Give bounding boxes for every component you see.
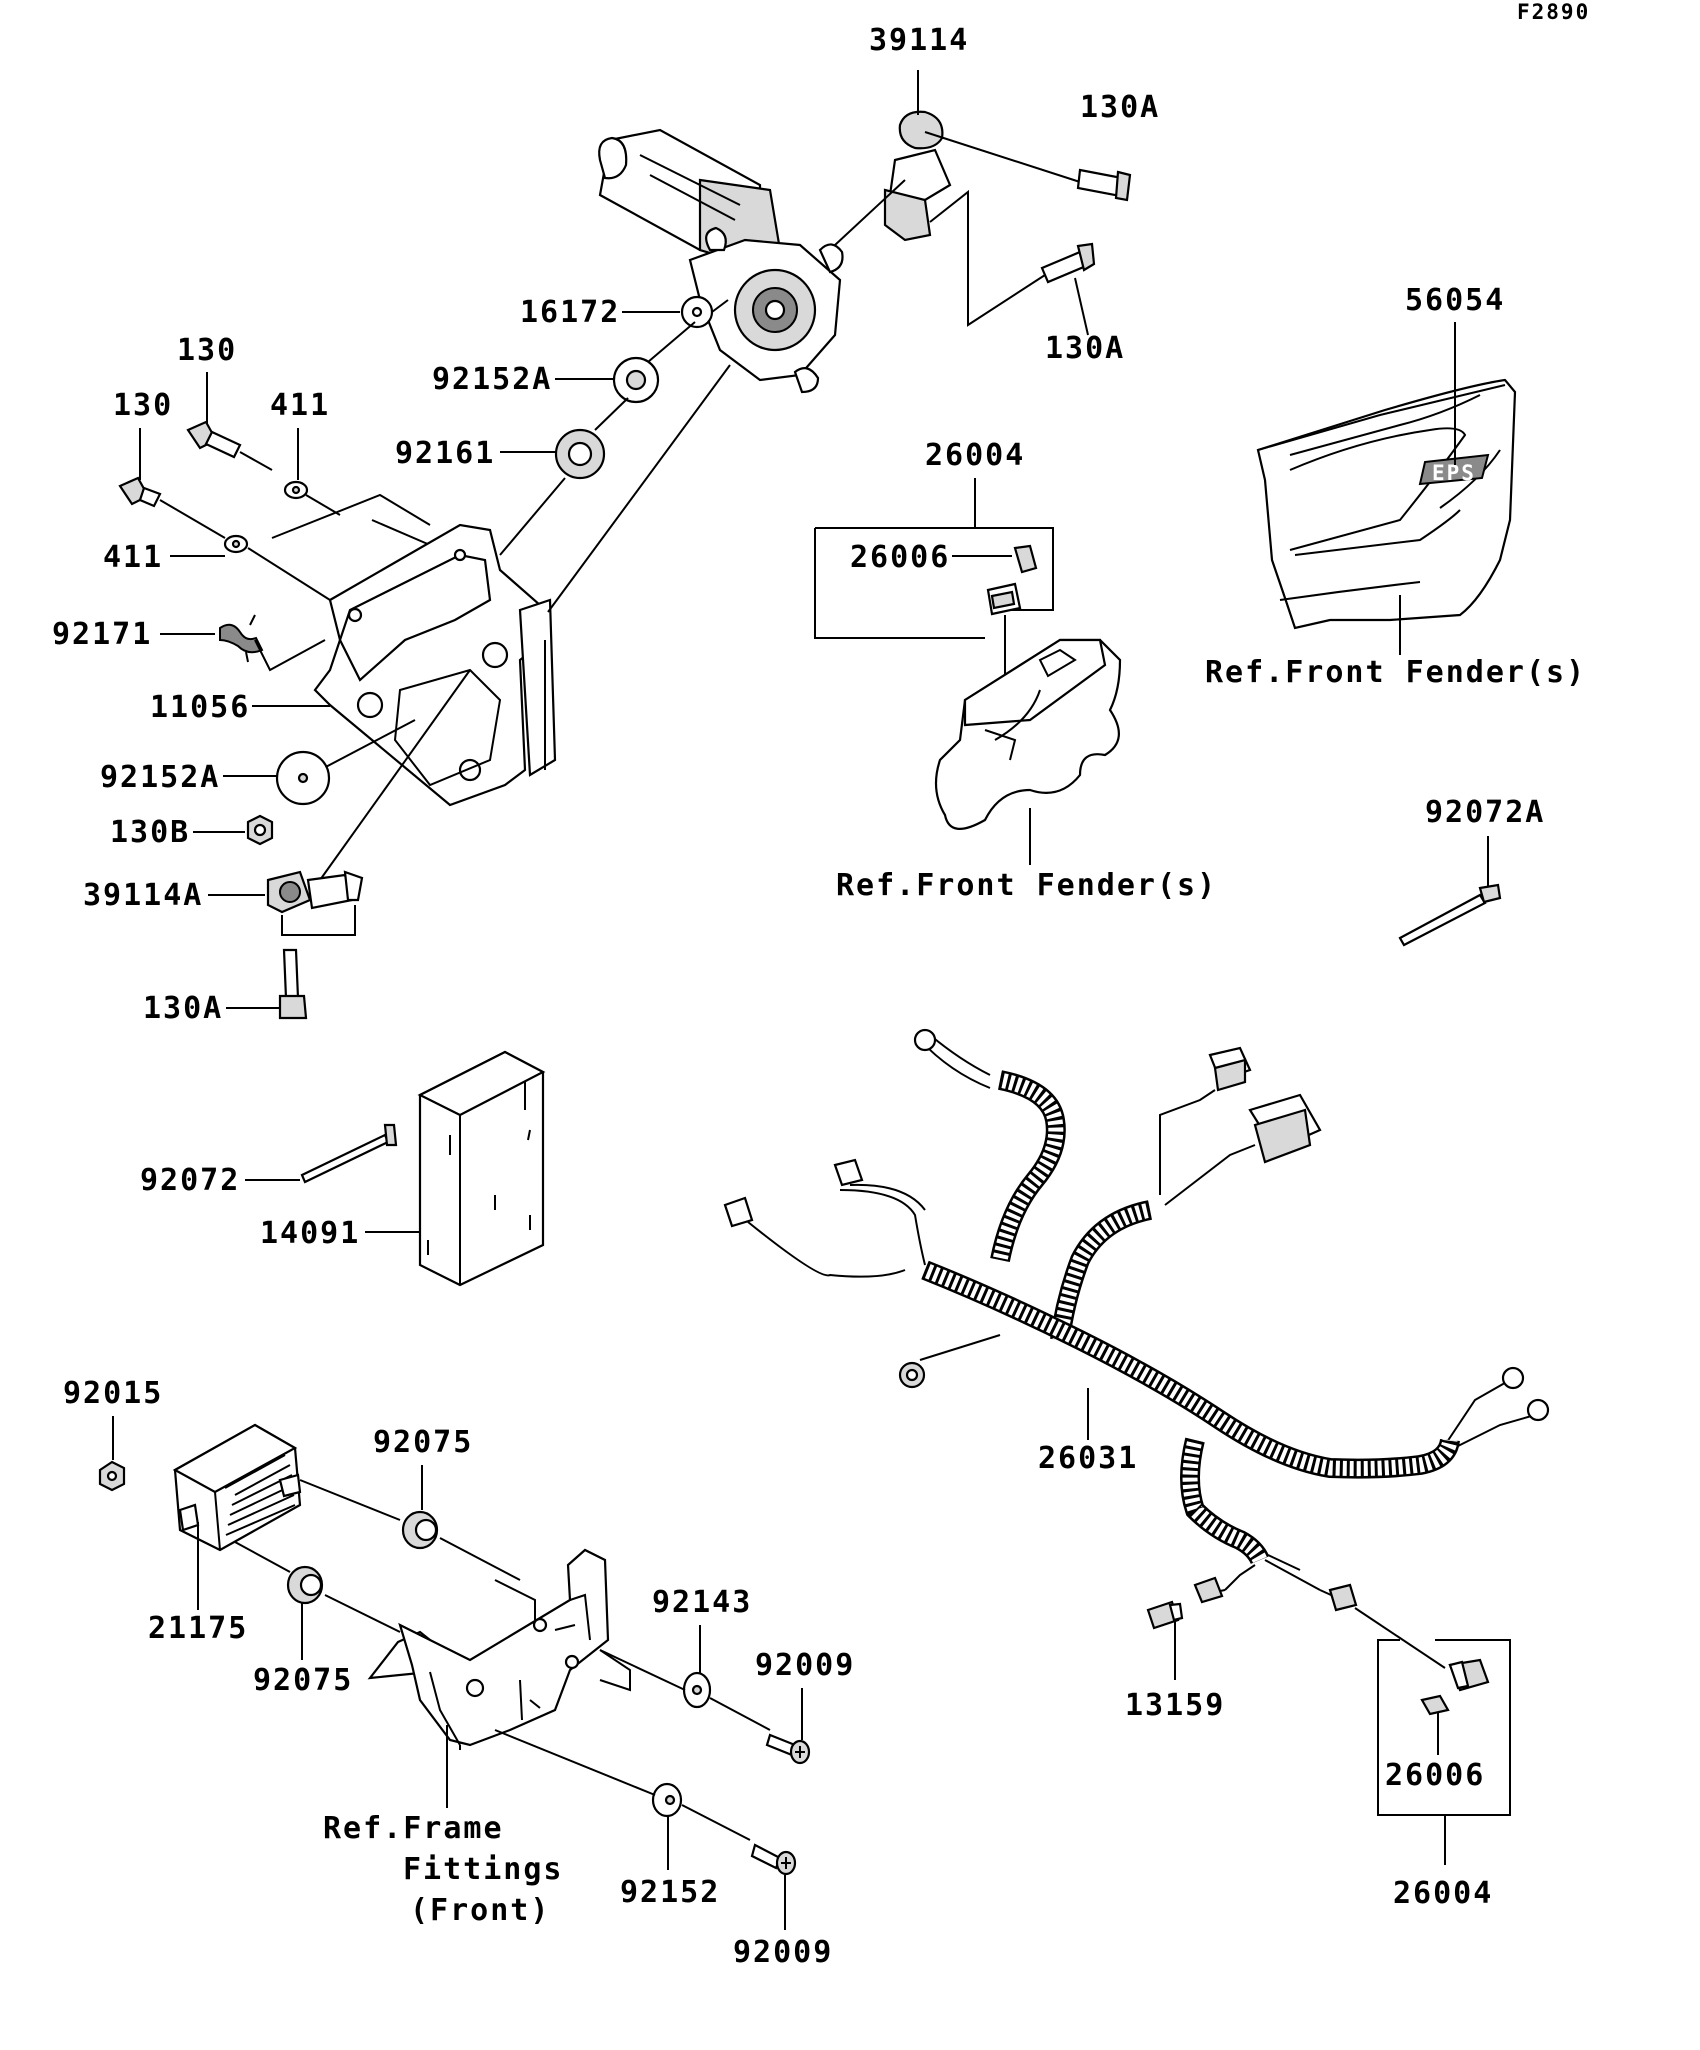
- label-26031: 26031: [1038, 1441, 1138, 1476]
- label-92072: 92072: [140, 1163, 240, 1198]
- label-92075-upper: 92075: [373, 1425, 473, 1460]
- part-92075-upper: [401, 1510, 439, 1550]
- label-26004-lower: 26004: [1393, 1876, 1493, 1911]
- part-26031-main-harness: [723, 1028, 1550, 1612]
- part-11056-bracket: [313, 523, 557, 807]
- part-92009-screw-lower: [750, 1843, 797, 1876]
- ref-front-fender-center: [934, 638, 1122, 830]
- part-56054-eps-emblem: EPS: [1418, 453, 1490, 486]
- part-26004-connector-lower: [1448, 1658, 1490, 1692]
- label-39114: 39114: [869, 23, 969, 58]
- label-411-upper: 411: [270, 388, 330, 423]
- label-21175: 21175: [148, 1611, 248, 1646]
- part-92072a-cable-tie: [1398, 883, 1502, 947]
- label-11056: 11056: [150, 690, 250, 725]
- ref-fender-center: Ref.Front Fender(s): [836, 868, 1217, 903]
- part-92171-clip: [219, 614, 264, 663]
- part-92152-washer: [651, 1782, 683, 1818]
- part-92075-lower: [286, 1565, 324, 1605]
- part-26006-upper: [1013, 544, 1038, 574]
- bolt-130a-middle: [929, 189, 1096, 327]
- part-92143-washer: [682, 1671, 712, 1709]
- label-130a-middle: 130A: [1045, 331, 1125, 366]
- label-56054: 56054: [1405, 283, 1505, 318]
- eps-motor-assembly: [598, 128, 844, 394]
- part-21175-regulator: [172, 1423, 302, 1552]
- bolt-130a-upper: [1076, 168, 1132, 202]
- part-92072-cable-tie: [300, 1123, 398, 1184]
- ref-frame-fittings-front: [367, 1548, 610, 1750]
- label-26006-lower: 26006: [1385, 1758, 1485, 1793]
- label-130a-lower: 130A: [143, 991, 223, 1026]
- ref-front-fender-right: [1256, 378, 1517, 630]
- steering-joint-upper: [834, 70, 1081, 246]
- label-92152a-upper: 92152A: [432, 362, 552, 397]
- label-14091: 14091: [260, 1216, 360, 1251]
- part-39114a-joint: [266, 870, 364, 914]
- label-13159: 13159: [1125, 1688, 1225, 1723]
- bracket-26004-upper: [814, 527, 1054, 639]
- label-39114a: 39114A: [83, 878, 203, 913]
- label-130a-upper: 130A: [1080, 90, 1160, 125]
- label-26006-upper: 26006: [850, 540, 950, 575]
- label-92075-lower: 92075: [253, 1663, 353, 1698]
- label-130-lower: 130: [113, 388, 173, 423]
- label-92015: 92015: [63, 1376, 163, 1411]
- bolt-130-upper: [186, 420, 242, 459]
- label-92009-upper: 92009: [755, 1648, 855, 1683]
- ref-frame-line-3: (Front): [410, 1893, 550, 1928]
- bolt-130a-lower: [278, 948, 308, 1020]
- ref-fender-right: Ref.Front Fender(s): [1205, 655, 1586, 690]
- label-16172: 16172: [520, 295, 620, 330]
- label-26004-upper: 26004: [925, 438, 1025, 473]
- bolt-130-lower: [118, 476, 162, 508]
- part-26006-lower: [1420, 1694, 1450, 1716]
- emblem-text: EPS: [1432, 461, 1476, 485]
- label-130-upper: 130: [177, 333, 237, 368]
- part-13159-connector: [1146, 1600, 1184, 1630]
- label-92072a: 92072A: [1425, 795, 1545, 830]
- ref-frame-line-2: Fittings: [403, 1852, 564, 1887]
- part-92009-screw-upper: [765, 1733, 811, 1765]
- part-14091-cover: [417, 1050, 546, 1287]
- ref-frame-line-1: Ref.Frame: [323, 1811, 504, 1846]
- label-92152: 92152: [620, 1875, 720, 1910]
- label-92171: 92171: [52, 617, 152, 652]
- figure-code: F2890: [1517, 0, 1590, 24]
- label-92143: 92143: [652, 1585, 752, 1620]
- label-130b: 130B: [110, 815, 190, 850]
- label-92161: 92161: [395, 436, 495, 471]
- label-92152a-lower: 92152A: [100, 760, 220, 795]
- label-92009-lower: 92009: [733, 1935, 833, 1970]
- part-26004-connector-upper: [986, 582, 1022, 616]
- label-411-lower: 411: [103, 540, 163, 575]
